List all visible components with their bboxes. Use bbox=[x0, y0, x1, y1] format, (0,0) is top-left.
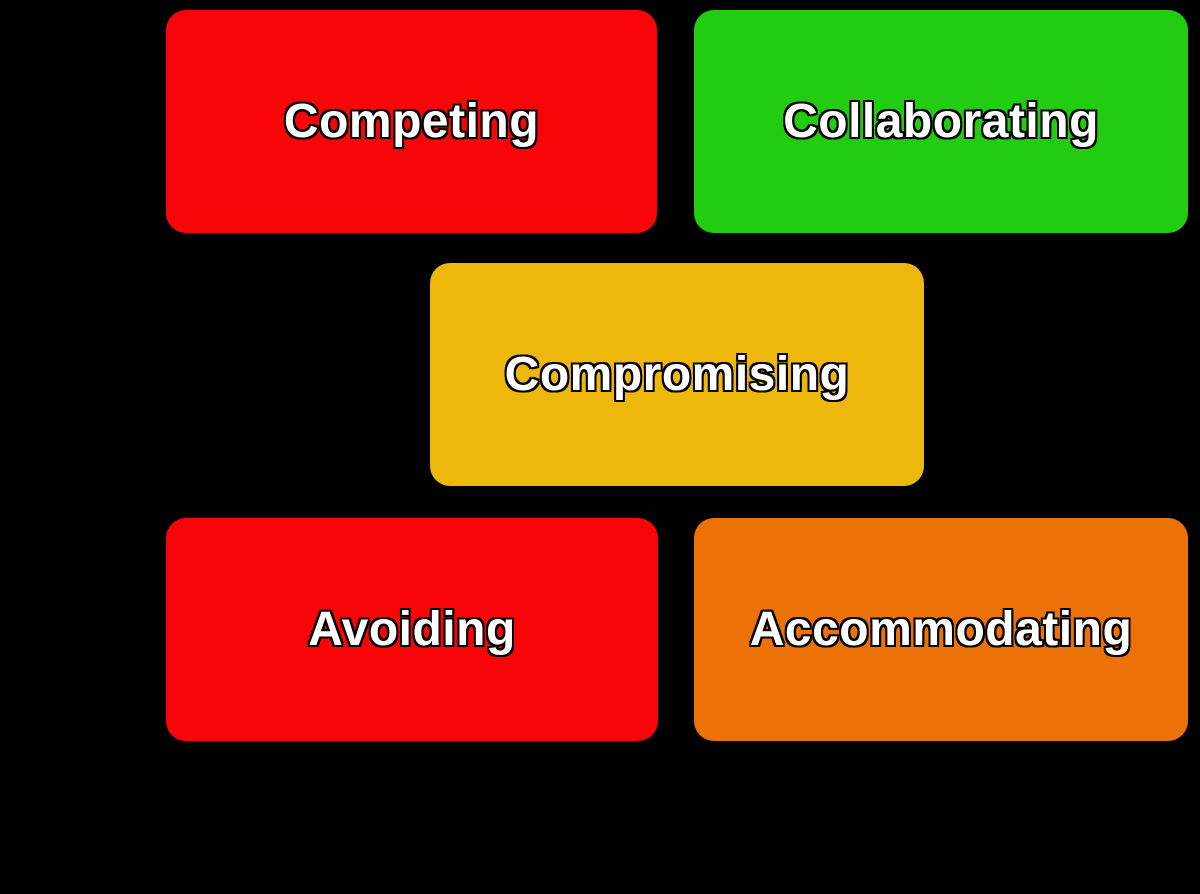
accommodating-label: Accommodating bbox=[749, 603, 1133, 656]
avoiding-label: Avoiding bbox=[308, 603, 516, 656]
compromising-box: Compromising bbox=[430, 263, 924, 486]
competing-box: Competing bbox=[166, 10, 657, 233]
collaborating-label: Collaborating bbox=[783, 95, 1099, 148]
competing-label: Competing bbox=[283, 95, 540, 148]
avoiding-box: Avoiding bbox=[166, 518, 658, 741]
compromising-label: Compromising bbox=[504, 348, 850, 401]
collaborating-box: Collaborating bbox=[694, 10, 1188, 233]
accommodating-box: Accommodating bbox=[694, 518, 1188, 741]
